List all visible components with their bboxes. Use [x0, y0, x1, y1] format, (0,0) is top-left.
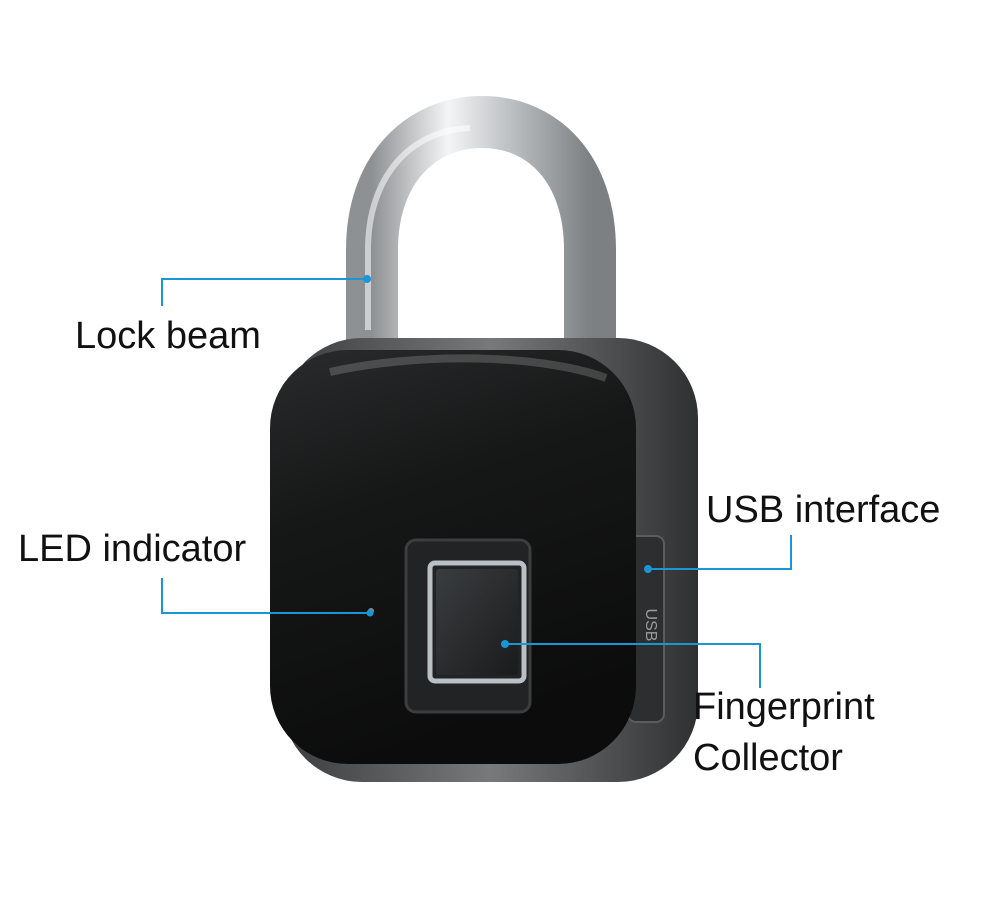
leader-dot-led: [366, 609, 374, 617]
leader-lines: [161, 278, 792, 688]
callout-led-indicator: LED indicator: [18, 528, 247, 570]
leader-dots: [363, 275, 652, 648]
leader-line-fingerprint: [505, 643, 761, 688]
leader-line-usb: [648, 535, 792, 570]
shackle-highlight: [365, 125, 471, 330]
leader-line-led: [161, 578, 368, 614]
leader-dot-usb: [644, 565, 652, 573]
callout-usb-interface: USB interface: [706, 489, 941, 531]
body-top-highlight: [329, 354, 608, 382]
usb-port-text: USB: [642, 609, 659, 642]
leader-line-lock-beam: [161, 278, 367, 306]
fingerprint-sensor-ring: [427, 560, 527, 684]
lock-beam-shackle: [346, 95, 616, 400]
callout-lock-beam: Lock beam: [75, 315, 261, 357]
callout-fingerprint-line1: Fingerprint: [693, 686, 875, 728]
leader-dot-lock-beam: [363, 275, 371, 283]
callout-fingerprint-line2: Collector: [693, 737, 843, 779]
fingerprint-sensor-window: [436, 569, 518, 675]
leader-dot-fingerprint: [501, 640, 509, 648]
